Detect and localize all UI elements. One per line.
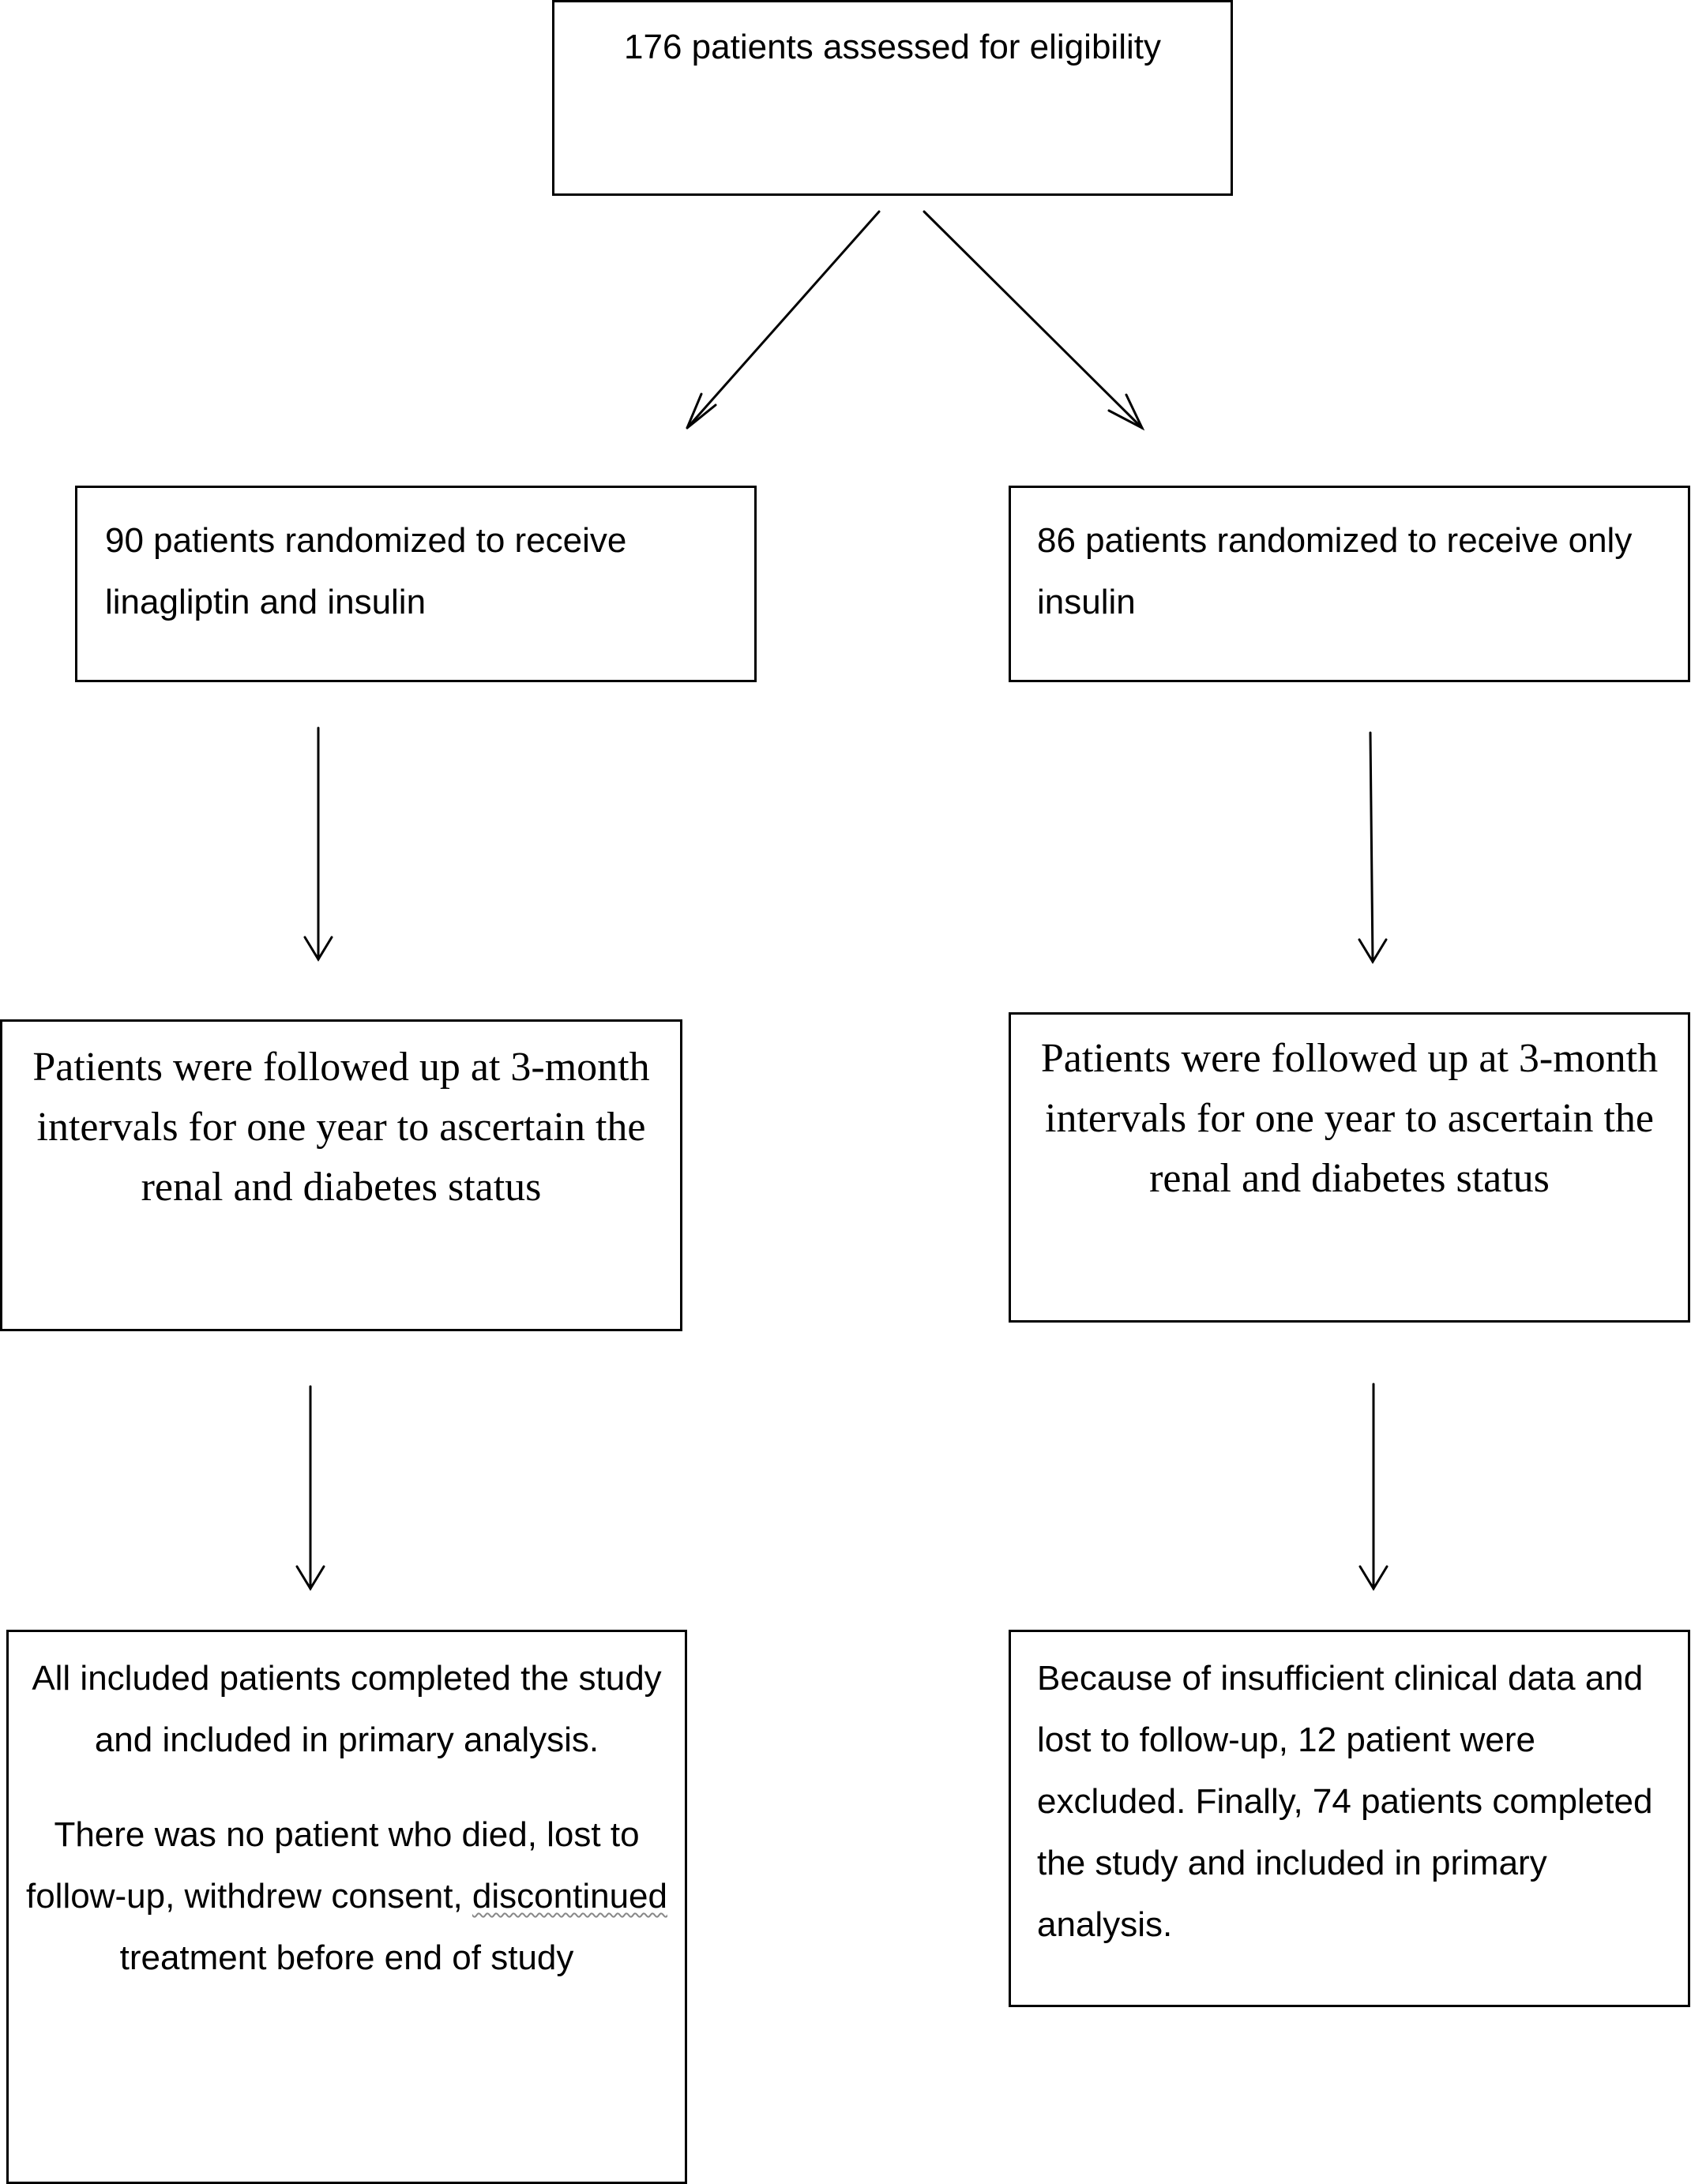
spellcheck-underlined-word: discontinued	[472, 1877, 667, 1916]
outcome-left-box: All included patients completed the stud…	[6, 1630, 687, 2184]
arrow-to-followup-right	[1358, 731, 1388, 964]
arrow-to-outcome-right	[1358, 1383, 1388, 1591]
assessed-text: 176 patients assessed for eligibility	[624, 28, 1161, 66]
outcome-right-box: Because of insufficient clinical data an…	[1009, 1630, 1690, 2007]
followup-left-text: Patients were followed up at 3-month int…	[32, 1045, 650, 1210]
arrow-to-insulin-group	[923, 210, 1145, 431]
outcome-left-text-a: There was no patient who died, lost to f…	[25, 1815, 640, 1916]
linagliptin-group-text: 90 patients randomized to receive linagl…	[105, 521, 627, 621]
outcome-left-paragraph-2: There was no patient who died, lost to f…	[20, 1804, 674, 1989]
outcome-left-paragraph-1: All included patients completed the stud…	[32, 1659, 662, 1759]
arrow-to-followup-left	[303, 726, 333, 962]
linagliptin-group-box: 90 patients randomized to receive linagl…	[75, 486, 757, 682]
outcome-left-text-b: treatment before end of study	[119, 1938, 574, 1977]
insulin-group-box: 86 patients randomized to receive only i…	[1009, 486, 1690, 682]
outcome-right-text: Because of insufficient clinical data an…	[1037, 1659, 1653, 1944]
insulin-group-text: 86 patients randomized to receive only i…	[1037, 521, 1633, 621]
followup-left-box: Patients were followed up at 3-month int…	[0, 1019, 682, 1331]
followup-right-text: Patients were followed up at 3-month int…	[1040, 1036, 1659, 1201]
assessed-box: 176 patients assessed for eligibility	[552, 0, 1233, 196]
arrow-to-linagliptin-group	[686, 210, 881, 430]
followup-right-box: Patients were followed up at 3-month int…	[1009, 1012, 1690, 1323]
arrow-to-outcome-left	[295, 1385, 325, 1591]
